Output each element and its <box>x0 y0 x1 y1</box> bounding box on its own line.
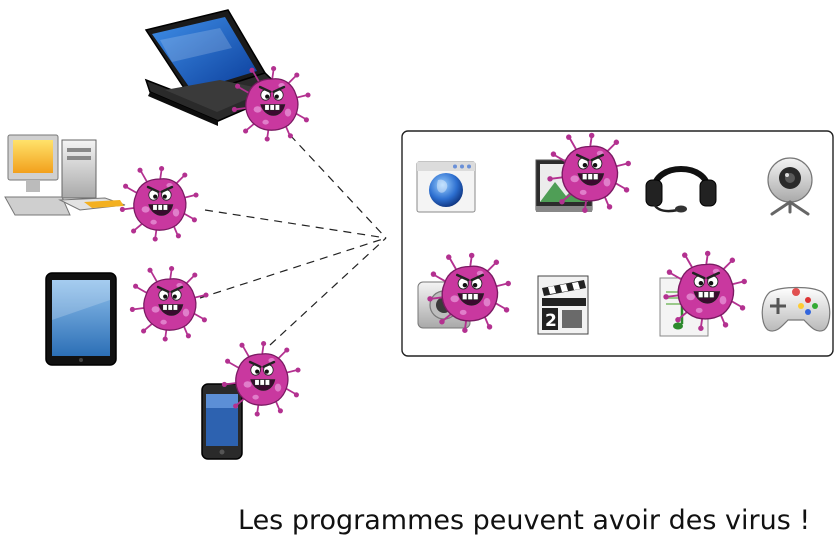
caption-text: Les programmes peuvent avoir des virus ! <box>238 505 811 536</box>
virus-icon <box>220 339 302 418</box>
headset-icon <box>645 166 717 213</box>
connection-lines <box>199 134 387 346</box>
web-browser-icon <box>416 161 476 213</box>
connection-line-laptop <box>289 134 387 239</box>
svg-text:2: 2 <box>545 311 557 331</box>
virus-icon <box>128 264 210 343</box>
connection-line-desktop <box>204 209 387 239</box>
connection-line-tablet <box>199 237 387 299</box>
webcam-icon <box>767 157 813 216</box>
desktop-computer-icon <box>4 134 126 216</box>
gamepad-icon <box>761 286 831 332</box>
laptop-icon <box>144 9 287 126</box>
smartphone-icon <box>201 383 243 460</box>
tablet-icon <box>45 272 117 366</box>
video-clapper-icon: 2 <box>537 275 589 335</box>
connection-line-smartphone <box>269 237 387 346</box>
virus-icon <box>118 164 200 243</box>
